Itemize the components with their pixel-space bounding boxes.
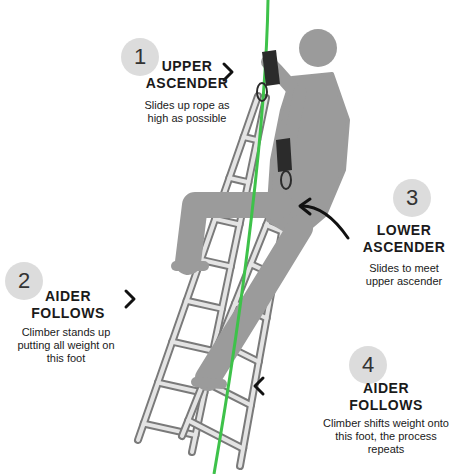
aider-stroke [187, 301, 222, 309]
step-description: Climber shifts weight onto this foot, th… [320, 417, 452, 457]
aider-stroke [244, 137, 257, 140]
step-heading: UPPER ASCENDER [145, 58, 229, 92]
callout-number: 1 [134, 44, 146, 70]
aider-stroke [187, 301, 222, 309]
aider-stroke [172, 342, 213, 351]
aider-stroke [229, 178, 248, 182]
ascenders [257, 50, 292, 189]
step-heading: AIDER FOLLOWS [26, 288, 110, 322]
aider-stroke [244, 137, 257, 140]
aider-stroke [188, 420, 243, 448]
step-description: Slides to meet upper ascender [354, 262, 454, 288]
callout-number: 4 [362, 352, 374, 378]
callout-pointers [126, 64, 348, 394]
callout-circle: 4 [349, 346, 387, 384]
rope [214, 0, 268, 474]
aider-stroke [229, 178, 248, 182]
step-heading: LOWER ASCENDER [354, 222, 454, 256]
step-heading: AIDER FOLLOWS [344, 380, 428, 414]
aider-stroke [215, 219, 239, 225]
aider-stroke [215, 219, 239, 225]
callout-circle: 3 [393, 179, 431, 217]
step-description: Slides up rope as high as possible [137, 99, 237, 125]
callout-circle: 1 [121, 38, 159, 76]
callout-circle: 2 [5, 262, 43, 300]
aider-stroke [188, 420, 243, 448]
aider-stroke [172, 342, 213, 351]
callout-number: 3 [406, 185, 418, 211]
step-description: Climber stands up putting all weight on … [10, 326, 122, 366]
callout-number: 2 [18, 268, 30, 294]
